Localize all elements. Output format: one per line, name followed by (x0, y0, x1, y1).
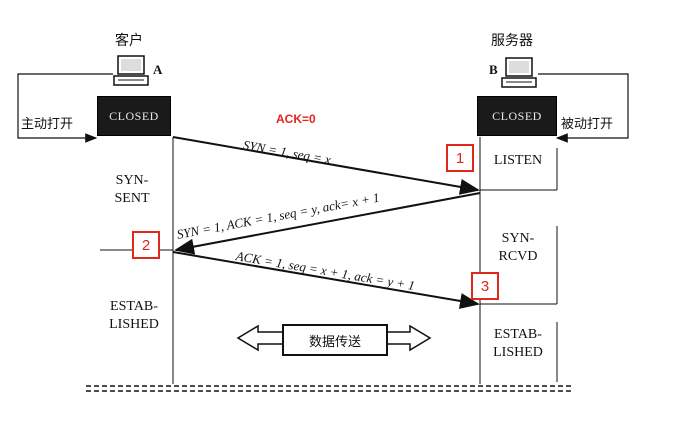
client-active-open-label: 主动打开 (21, 117, 74, 132)
syn-arrow (172, 136, 480, 195)
data-transfer-label: 数据传送 (282, 324, 388, 356)
syn-ack-arrow (174, 192, 481, 255)
step-marker-3: 3 (471, 272, 499, 300)
data-transfer-right-arrow (386, 324, 432, 352)
client-open-loop (17, 73, 113, 143)
client-title: 客户 (115, 33, 143, 49)
server-computer-icon (501, 57, 537, 88)
step-marker-1: 1 (446, 144, 474, 172)
data-transfer-left-arrow (236, 324, 282, 352)
server-state-established: ESTAB- LISHED (493, 327, 543, 360)
ack-zero-annotation: ACK=0 (276, 112, 316, 126)
server-passive-open-label: 被动打开 (561, 117, 614, 132)
server-state-listen: LISTEN (493, 153, 543, 168)
client-computer-icon (113, 55, 149, 86)
ack-arrow (172, 251, 480, 309)
server-title: 服务器 (491, 33, 533, 49)
client-host-letter: A (153, 62, 163, 77)
server-state-syn-rcvd: SYN- RCVD (498, 231, 538, 264)
server-open-loop (538, 73, 629, 143)
step-marker-2: 2 (132, 231, 160, 259)
client-state-syn-sent: SYN- SENT (114, 173, 150, 206)
server-host-letter: B (489, 62, 498, 77)
client-closed-state: CLOSED (97, 96, 171, 136)
client-state-established: ESTAB- LISHED (109, 299, 159, 332)
server-closed-state: CLOSED (477, 96, 557, 136)
